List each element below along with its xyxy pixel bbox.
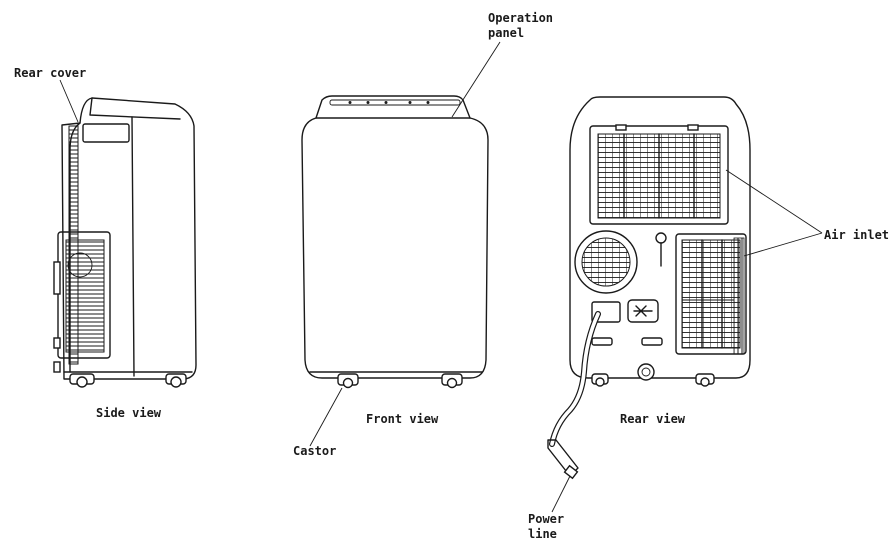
rear-view-label: Rear view <box>620 412 686 426</box>
power-line-label-line1: Power <box>528 512 565 526</box>
castor-leader <box>309 387 343 447</box>
front-view-label: Front view <box>366 412 439 426</box>
operation-panel-label-line1: Operation <box>488 11 554 25</box>
power-cord <box>547 311 601 480</box>
rear-cover-leader <box>59 79 79 123</box>
castor-label: Castor <box>293 444 337 458</box>
air-inlet-leader-lower <box>743 232 823 257</box>
rear-lower-grille <box>675 233 747 355</box>
rear-upper-grille <box>589 124 729 225</box>
front-view-unit <box>301 95 489 389</box>
drain-plug <box>655 232 667 244</box>
air-inlet-label: Air inlet <box>824 228 890 242</box>
side-castor-right <box>165 373 187 388</box>
operation-panel-strip <box>329 99 461 106</box>
handle-recess <box>82 123 130 143</box>
side-castor-left <box>69 373 95 388</box>
side-grille <box>57 231 111 359</box>
operation-panel-label-line2: panel <box>488 26 525 40</box>
front-castor-right <box>441 373 463 389</box>
side-view-unit <box>53 97 197 388</box>
power-line-leader <box>551 475 571 513</box>
bottom-drain <box>637 363 655 381</box>
power-line-label-line2: line <box>528 527 557 541</box>
operation-panel-leader <box>451 41 501 118</box>
rear-cover-label: Rear cover <box>14 66 87 80</box>
rear-exhaust-vent <box>574 230 638 294</box>
side-view-label: Side view <box>96 406 162 420</box>
rear-castor-left <box>591 373 609 387</box>
rear-view-unit <box>569 96 751 387</box>
air-inlet-leader-upper <box>725 169 823 234</box>
rear-castor-right <box>695 373 715 387</box>
front-castor-left <box>337 373 359 389</box>
